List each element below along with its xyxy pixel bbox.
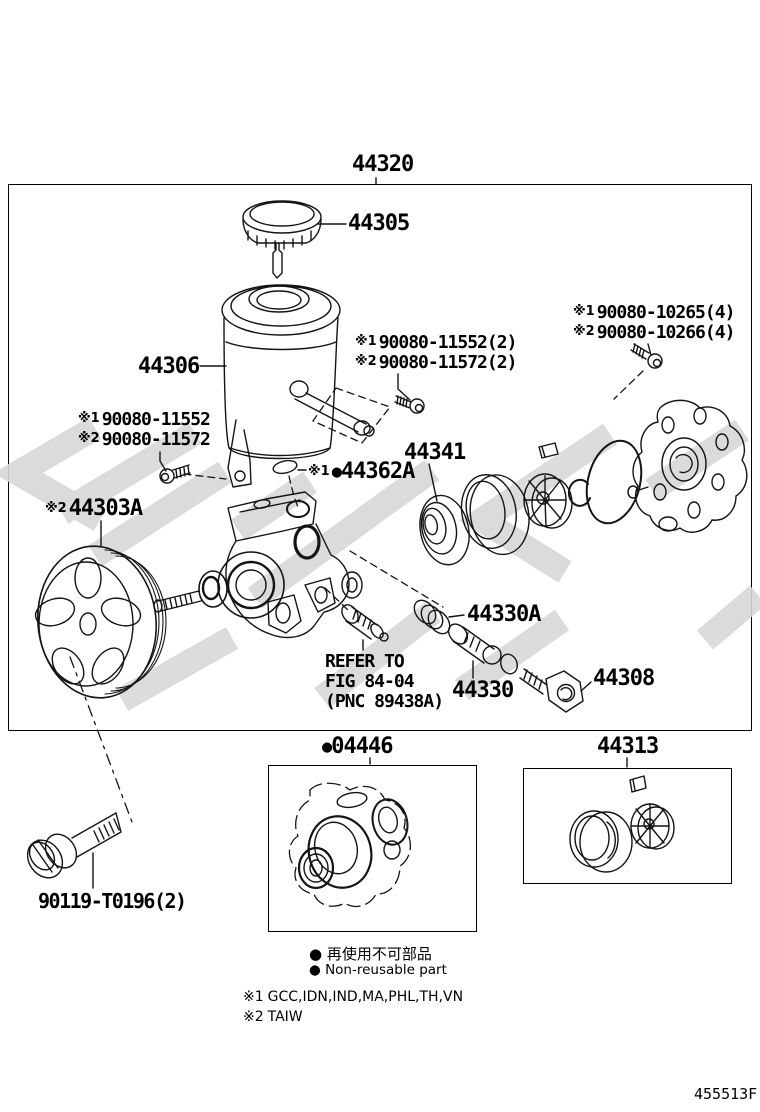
- ref-mark: ※2: [573, 324, 595, 339]
- main-diagram-frame: [8, 184, 752, 731]
- legend-jp: ● 再使用不可部品: [309, 943, 432, 964]
- legend-en-text: Non-reusable part: [325, 962, 447, 978]
- part-number: 90080-11552(2): [378, 332, 518, 353]
- part-number: 90080-11572: [101, 429, 211, 450]
- part-label-spring: 44330A: [467, 602, 541, 627]
- part-label-valve: 44330: [452, 678, 514, 703]
- figure-code: 455513F: [694, 1085, 758, 1103]
- mount-bolt-drawing: [26, 812, 122, 879]
- ref-mark: ※1: [573, 304, 595, 319]
- cam-ring-kit-frame: [523, 768, 732, 884]
- part-label-pulley: ※244303A: [45, 496, 143, 521]
- part-number: 44303A: [68, 496, 143, 521]
- part-number: 90080-11552: [101, 409, 211, 430]
- ref-mark: ※2: [355, 354, 377, 369]
- ref-mark: ※1: [78, 411, 100, 426]
- non-reusable-bullet: ●: [309, 962, 321, 978]
- part-label-cap: 44305: [348, 211, 410, 236]
- ref-mark: ※1: [243, 989, 264, 1005]
- non-reusable-bullet: ●: [309, 945, 323, 963]
- part-label-cam-ring-kit: 44313: [597, 734, 659, 759]
- refer-note-line3: (PNC 89438A): [325, 691, 444, 712]
- part-label-gasket-kit: ●04446: [322, 734, 393, 759]
- ref-mark: ※2: [78, 431, 100, 446]
- part-number: 90080-10266(4): [596, 322, 736, 343]
- ref-mark: ※2: [45, 501, 67, 516]
- part-label-union: 44308: [593, 666, 655, 691]
- gasket-kit-frame: [268, 765, 477, 932]
- part-label-mount-bolt: 90119-T0196(2): [38, 889, 187, 913]
- non-reusable-bullet: ●: [322, 737, 332, 757]
- part-label-reservoir: 44306: [138, 354, 200, 379]
- ref-mark: ※2: [243, 1009, 264, 1025]
- non-reusable-bullet: ●: [331, 462, 342, 482]
- footnote-text: TAIW: [267, 1009, 303, 1025]
- part-number: 90080-10265(4): [596, 302, 736, 323]
- refer-note-line1: REFER TO: [325, 651, 405, 672]
- part-label-assembly: 44320: [352, 152, 414, 177]
- legend-en: ● Non-reusable part: [309, 962, 447, 978]
- part-number: 04446: [331, 734, 393, 759]
- legend-jp-text: 再使用不可部品: [326, 945, 432, 963]
- footnote-text: GCC,IDN,IND,MA,PHL,TH,VN: [267, 989, 464, 1005]
- ref-mark: ※1: [308, 464, 330, 479]
- part-number: 44362A: [340, 459, 415, 484]
- ref-mark: ※1: [355, 334, 377, 349]
- refer-note-line2: FIG 84-04: [325, 671, 415, 692]
- part-label-o-ring: ※1●44362A: [308, 459, 415, 484]
- part-number: 90080-11572(2): [378, 352, 518, 373]
- part-label-side-plate: 44341: [404, 440, 466, 465]
